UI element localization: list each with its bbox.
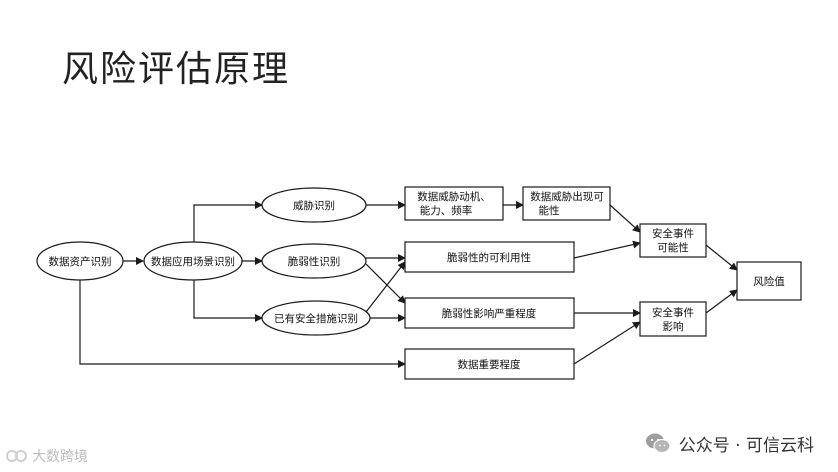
edge-vuln-impact bbox=[365, 263, 406, 304]
connectors bbox=[79, 201, 738, 368]
edge-measure-exploit bbox=[365, 261, 406, 313]
edge-exploit-event bbox=[573, 240, 641, 259]
node-vuln-impact-label: 脆弱性影响严重程度 bbox=[442, 307, 537, 320]
node-threat: 威胁识别 bbox=[261, 187, 367, 223]
node-scenario: 数据应用场景识别 bbox=[143, 241, 243, 281]
node-event-likelihood-line2: 可能性 bbox=[657, 241, 689, 254]
node-threat-likelihood-line1: 数据威胁出现可 bbox=[530, 190, 604, 203]
edge-scenario-measure bbox=[193, 280, 263, 322]
wechat-icon bbox=[645, 433, 671, 454]
slide-title: 风险评估原理 bbox=[62, 49, 291, 90]
node-risk: 风险值 bbox=[736, 261, 802, 301]
node-event-impact-line1: 安全事件 bbox=[652, 306, 694, 319]
node-threat-likelihood-line2: 能性 bbox=[539, 204, 560, 217]
edge-asset-importance bbox=[79, 280, 406, 368]
node-vuln-exploit-label: 脆弱性的可利用性 bbox=[447, 251, 531, 264]
watermark-text: 大数跨境 bbox=[32, 449, 88, 465]
node-event-impact: 安全事件 影响 bbox=[639, 301, 707, 337]
edge-event-likelihood-risk bbox=[705, 244, 738, 271]
wechat-account-badge: 公众号 · 可信云科 bbox=[645, 428, 814, 458]
node-threat-likelihood: 数据威胁出现可 能性 bbox=[522, 186, 611, 221]
node-vuln-label: 脆弱性识别 bbox=[288, 255, 341, 268]
edge-event-impact-risk bbox=[705, 289, 738, 314]
node-asset: 数据资产识别 bbox=[36, 241, 124, 281]
wechat-account-name: 公众号 · 可信云科 bbox=[678, 435, 814, 456]
node-risk-label: 风险值 bbox=[753, 275, 785, 288]
node-vuln: 脆弱性识别 bbox=[261, 243, 367, 279]
node-data-importance: 数据重要程度 bbox=[404, 348, 575, 380]
node-threat-detail-line2: 能力、频率 bbox=[420, 204, 473, 217]
node-event-impact-line2: 影响 bbox=[663, 320, 684, 333]
node-threat-label: 威胁识别 bbox=[293, 199, 335, 212]
node-threat-detail-line1: 数据威胁动机、 bbox=[417, 190, 491, 203]
node-measure-label: 已有安全措施识别 bbox=[274, 312, 358, 325]
edge-importance-event bbox=[573, 321, 641, 365]
node-data-importance-label: 数据重要程度 bbox=[458, 358, 521, 371]
node-event-likelihood-line1: 安全事件 bbox=[652, 227, 694, 240]
edge-likelihood-event bbox=[609, 204, 641, 233]
edge-scenario-threat bbox=[193, 201, 263, 242]
node-threat-detail: 数据威胁动机、 能力、频率 bbox=[404, 186, 504, 221]
node-scenario-label: 数据应用场景识别 bbox=[151, 255, 235, 268]
corner-watermark: 大数跨境 bbox=[6, 446, 88, 466]
node-vuln-exploit: 脆弱性的可利用性 bbox=[404, 241, 575, 273]
node-asset-label: 数据资产识别 bbox=[49, 255, 112, 268]
node-event-likelihood: 安全事件 可能性 bbox=[639, 223, 707, 258]
node-measure: 已有安全措施识别 bbox=[261, 300, 371, 336]
node-vuln-impact: 脆弱性影响严重程度 bbox=[404, 297, 575, 329]
watermark-logo-icon bbox=[6, 450, 27, 462]
